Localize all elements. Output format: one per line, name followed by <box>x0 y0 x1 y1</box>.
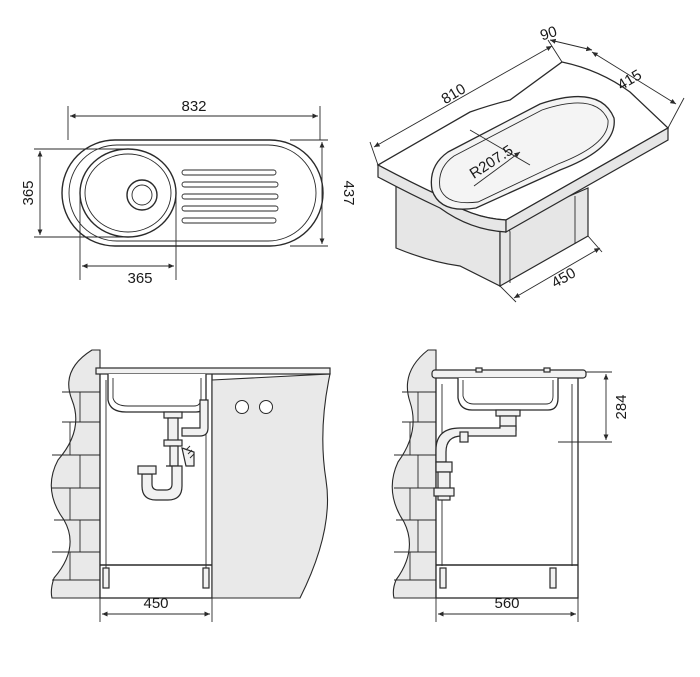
dim-bowl-height-365: 365 <box>20 180 37 205</box>
brick-joints <box>52 391 100 581</box>
tap-hole-2 <box>259 400 273 414</box>
dim-cabinet-width-450: 450 <box>143 595 168 612</box>
sink-outline <box>61 139 324 247</box>
side-brick-joints <box>394 391 436 581</box>
drainboard-grooves <box>181 169 279 224</box>
side-brick-wall <box>391 349 437 599</box>
bowl <box>79 148 177 238</box>
drain-trap <box>137 399 209 501</box>
side-worktop <box>431 369 587 379</box>
top-view: 832 437 365 365 <box>20 98 357 287</box>
worktop <box>95 367 331 375</box>
side-drain-trap <box>433 409 521 501</box>
adjacent-panel <box>211 373 331 599</box>
side-sink-bowl <box>457 378 559 411</box>
dim-height-437: 437 <box>340 180 357 205</box>
dim-cabinet-450: 450 <box>549 264 579 291</box>
dim-length-810: 810 <box>439 80 469 107</box>
dim-width-832: 832 <box>181 98 206 115</box>
dim-cabinet-depth-560: 560 <box>494 595 519 612</box>
brick-wall <box>50 349 101 599</box>
tap-hole-1 <box>235 400 249 414</box>
iso-view: R207.5 810 90 415 450 <box>369 23 685 303</box>
front-view: 450 <box>50 349 331 622</box>
dim-bowl-width-365: 365 <box>127 270 152 287</box>
drain-hole <box>126 179 158 211</box>
side-view: 284 560 <box>391 349 630 622</box>
dim-depth-284: 284 <box>613 394 630 419</box>
dim-depth-90: 90 <box>538 23 559 44</box>
